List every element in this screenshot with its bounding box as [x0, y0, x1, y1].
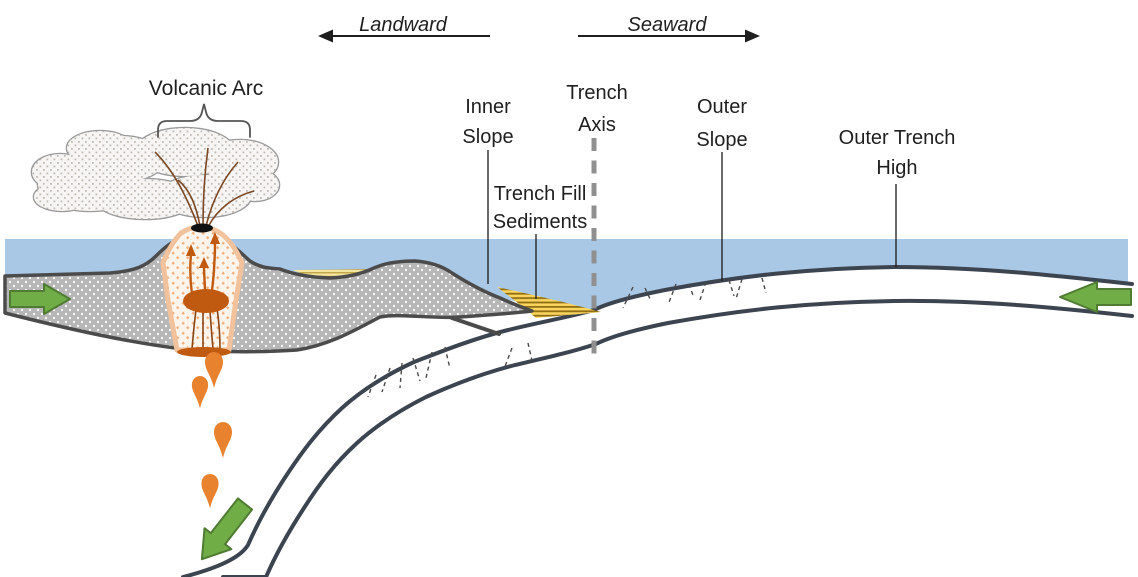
trench-fill-label-line2: Sediments	[493, 211, 588, 233]
seaward-arrow	[578, 29, 760, 43]
slab-descent-arrow	[200, 497, 254, 561]
right-arrow-icon	[745, 29, 760, 43]
overriding-plate-outline	[3, 237, 534, 354]
outer-trench-high-label-line2: High	[876, 157, 917, 179]
magma-ascent-arrows	[186, 232, 220, 295]
inner-slope-label-line1: Inner	[465, 96, 511, 118]
outer-slope-fault-marks	[622, 277, 767, 309]
trench-fill-label-line1: Trench Fill	[494, 183, 587, 205]
magma-sill	[177, 347, 231, 357]
seaward-label: Seaward	[628, 14, 708, 36]
outer-slope-label-line1: Outer	[697, 96, 747, 118]
slab-interior	[183, 267, 1132, 577]
volcanic-arc-brace-icon	[157, 103, 251, 138]
volcano	[160, 223, 245, 357]
eruption-cloud	[30, 126, 281, 221]
trench-axis-label-line1: Trench	[566, 82, 628, 104]
outer-trench-high-label-line1: Outer Trench	[839, 127, 956, 149]
trench-fill-sediments	[497, 287, 601, 318]
overriding-plate-fill	[5, 239, 532, 352]
overriding-plate	[3, 237, 534, 354]
landward-label: Landward	[359, 14, 448, 36]
slab-bottom-line	[221, 298, 1134, 577]
outer-slope-label-line2: Slope	[696, 129, 747, 151]
eruption-plume-lines	[154, 147, 255, 228]
deep-slab-fault-marks	[367, 342, 533, 398]
plate-motion-arrow-left	[9, 283, 71, 315]
trench-axis-label-line2: Axis	[578, 114, 616, 136]
plate-motion-arrow-right	[1059, 281, 1132, 313]
left-arrow-icon	[318, 29, 333, 43]
decollement-stub	[450, 316, 501, 336]
magma-chamber	[183, 289, 229, 313]
volcanic-arc-label: Volcanic Arc	[149, 77, 263, 100]
slab-top-line	[181, 264, 1134, 577]
inner-slope-label-line2: Slope	[462, 126, 513, 148]
rising-melt-blobs	[191, 352, 232, 509]
landward-arrow	[318, 29, 490, 43]
volcano-vent	[191, 223, 213, 233]
subducting-slab	[181, 264, 1134, 577]
